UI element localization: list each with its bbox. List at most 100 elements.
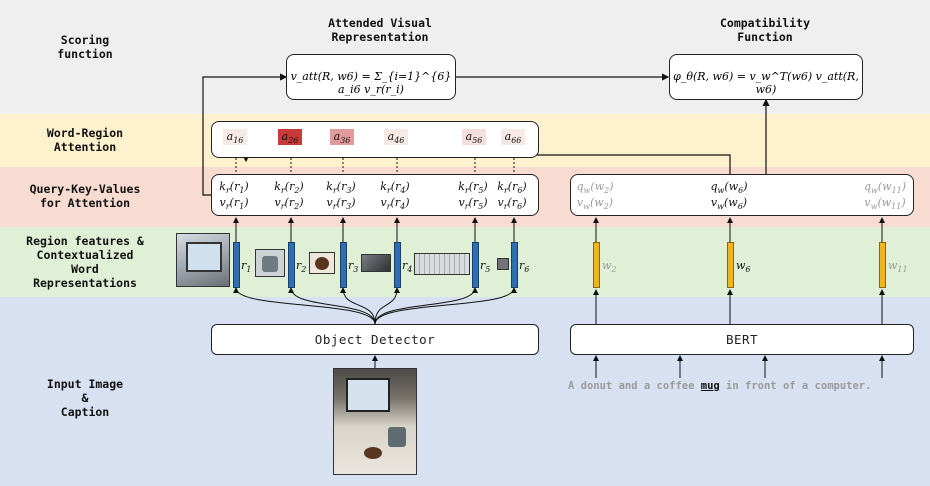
region-letter: r — [480, 259, 486, 272]
function-subscript: w — [870, 202, 878, 212]
function-letter: q — [576, 180, 584, 193]
attention-cell-a36: a36 — [330, 129, 354, 145]
attention-symbol: a — [333, 130, 341, 143]
function-arg: w — [728, 196, 738, 209]
function-subscript: w — [583, 186, 591, 196]
function-letter: q — [863, 180, 871, 193]
paren-open: ( — [284, 180, 290, 193]
region-letter: r — [348, 259, 354, 272]
attention-index: 56 — [472, 136, 483, 146]
word-query-2: qw(w2) — [570, 180, 620, 197]
word-feature-label-6: w6 — [736, 259, 751, 274]
function-subscript: r — [280, 202, 285, 212]
region-feature-label-1: r1 — [241, 259, 251, 274]
attention-index: 36 — [340, 136, 351, 146]
function-subscript: w — [717, 186, 725, 196]
paren-open: ( — [589, 196, 595, 209]
word-feature-label-2: w2 — [602, 259, 617, 274]
function-term: vr(r5) — [458, 196, 488, 212]
region-qkv-box — [211, 174, 539, 216]
paren-close: ) — [244, 196, 249, 209]
region-feature-bar-3 — [340, 242, 347, 288]
paren-open: ( — [336, 196, 341, 209]
function-arg-index: 6 — [517, 186, 523, 196]
function-term: vr(r1) — [220, 196, 249, 212]
function-letter: k — [219, 180, 226, 193]
paren-open: ( — [336, 180, 342, 193]
word-value-6: vw(w6) — [704, 196, 754, 213]
input-image — [333, 368, 417, 475]
paren-open: ( — [724, 180, 729, 193]
title-attended-visual: Attended Visual Representation — [280, 16, 480, 44]
function-arg: r — [512, 180, 518, 193]
region-key-5: kr(r5) — [453, 180, 493, 197]
word-value-2: vw(w2) — [570, 196, 620, 213]
label-line: for Attention — [39, 196, 130, 210]
region-feature-bar-1 — [233, 242, 240, 288]
region-key-2: kr(r2) — [269, 180, 309, 197]
attention-index: 26 — [288, 136, 299, 146]
function-subscript: r — [332, 186, 337, 196]
region-value-4: vr(r4) — [375, 196, 415, 213]
function-letter: k — [458, 180, 465, 193]
attention-cell-a26: a26 — [278, 129, 302, 145]
function-letter: v — [497, 196, 504, 209]
region-thumb-donut — [309, 252, 335, 274]
title-compatibility: Compatibility Function — [670, 16, 860, 44]
region-feature-bar-5 — [472, 242, 479, 288]
function-subscript: r — [464, 186, 469, 196]
function-subscript: w — [583, 202, 590, 212]
title-line: Compatibility — [719, 16, 810, 30]
function-letter: v — [326, 196, 333, 209]
region-thumb-object — [497, 258, 509, 270]
attention-symbol: a — [465, 130, 473, 143]
function-arg: r — [234, 180, 240, 193]
function-letter: v — [458, 196, 465, 209]
paren-close: ) — [608, 196, 614, 209]
paren-open: ( — [507, 196, 512, 209]
paren-close: ) — [743, 180, 748, 193]
function-arg: w — [882, 180, 892, 193]
word-index: 2 — [611, 265, 617, 275]
caption-after: in front of a computer. — [719, 380, 872, 392]
function-arg: w — [594, 180, 605, 193]
word-feature-bar-2 — [593, 242, 600, 288]
region-index: 1 — [246, 265, 252, 275]
region-feature-label-6: r6 — [519, 259, 529, 274]
region-key-1: kr(r1) — [214, 180, 254, 197]
paren-open: ( — [468, 180, 474, 193]
label-line: & — [81, 391, 89, 405]
region-letter: r — [402, 259, 408, 272]
region-feature-bar-6 — [511, 242, 518, 288]
region-value-1: vr(r1) — [214, 196, 254, 213]
function-arg: w — [881, 196, 892, 209]
function-arg-index: 1 — [239, 202, 245, 212]
title-line: Attended Visual — [328, 16, 432, 30]
function-arg-index: 6 — [737, 202, 743, 212]
bert-label: BERT — [725, 332, 759, 347]
function-arg-index: 5 — [478, 202, 484, 212]
function-subscript: r — [386, 202, 391, 212]
function-letter: v — [710, 196, 718, 209]
label-scoring-function: Scoring function — [0, 33, 170, 61]
monitor-shape — [346, 378, 390, 412]
function-arg: r — [233, 196, 240, 209]
attention-symbol: a — [226, 130, 234, 143]
function-arg: w — [594, 196, 604, 209]
attention-cell-a16: a16 — [223, 129, 247, 145]
paren-open: ( — [877, 196, 882, 209]
function-arg: r — [288, 196, 295, 209]
paren-open: ( — [229, 180, 235, 193]
label-line: Contextualized — [36, 248, 134, 262]
paren-close: ) — [522, 180, 527, 193]
label-line: Word-Region — [46, 126, 124, 140]
object-detector-label: Object Detector — [314, 332, 436, 347]
caption-highlight: mug — [700, 380, 720, 392]
function-term: vr(r4) — [381, 196, 410, 212]
label-input-image-caption: Input Image & Caption — [0, 377, 170, 419]
paren-open: ( — [507, 180, 513, 193]
function-arg-index: 5 — [478, 186, 484, 196]
word-feature-bar-6 — [727, 242, 734, 288]
word-value-11: vw(w11) — [860, 196, 910, 213]
paren-close: ) — [405, 196, 410, 209]
